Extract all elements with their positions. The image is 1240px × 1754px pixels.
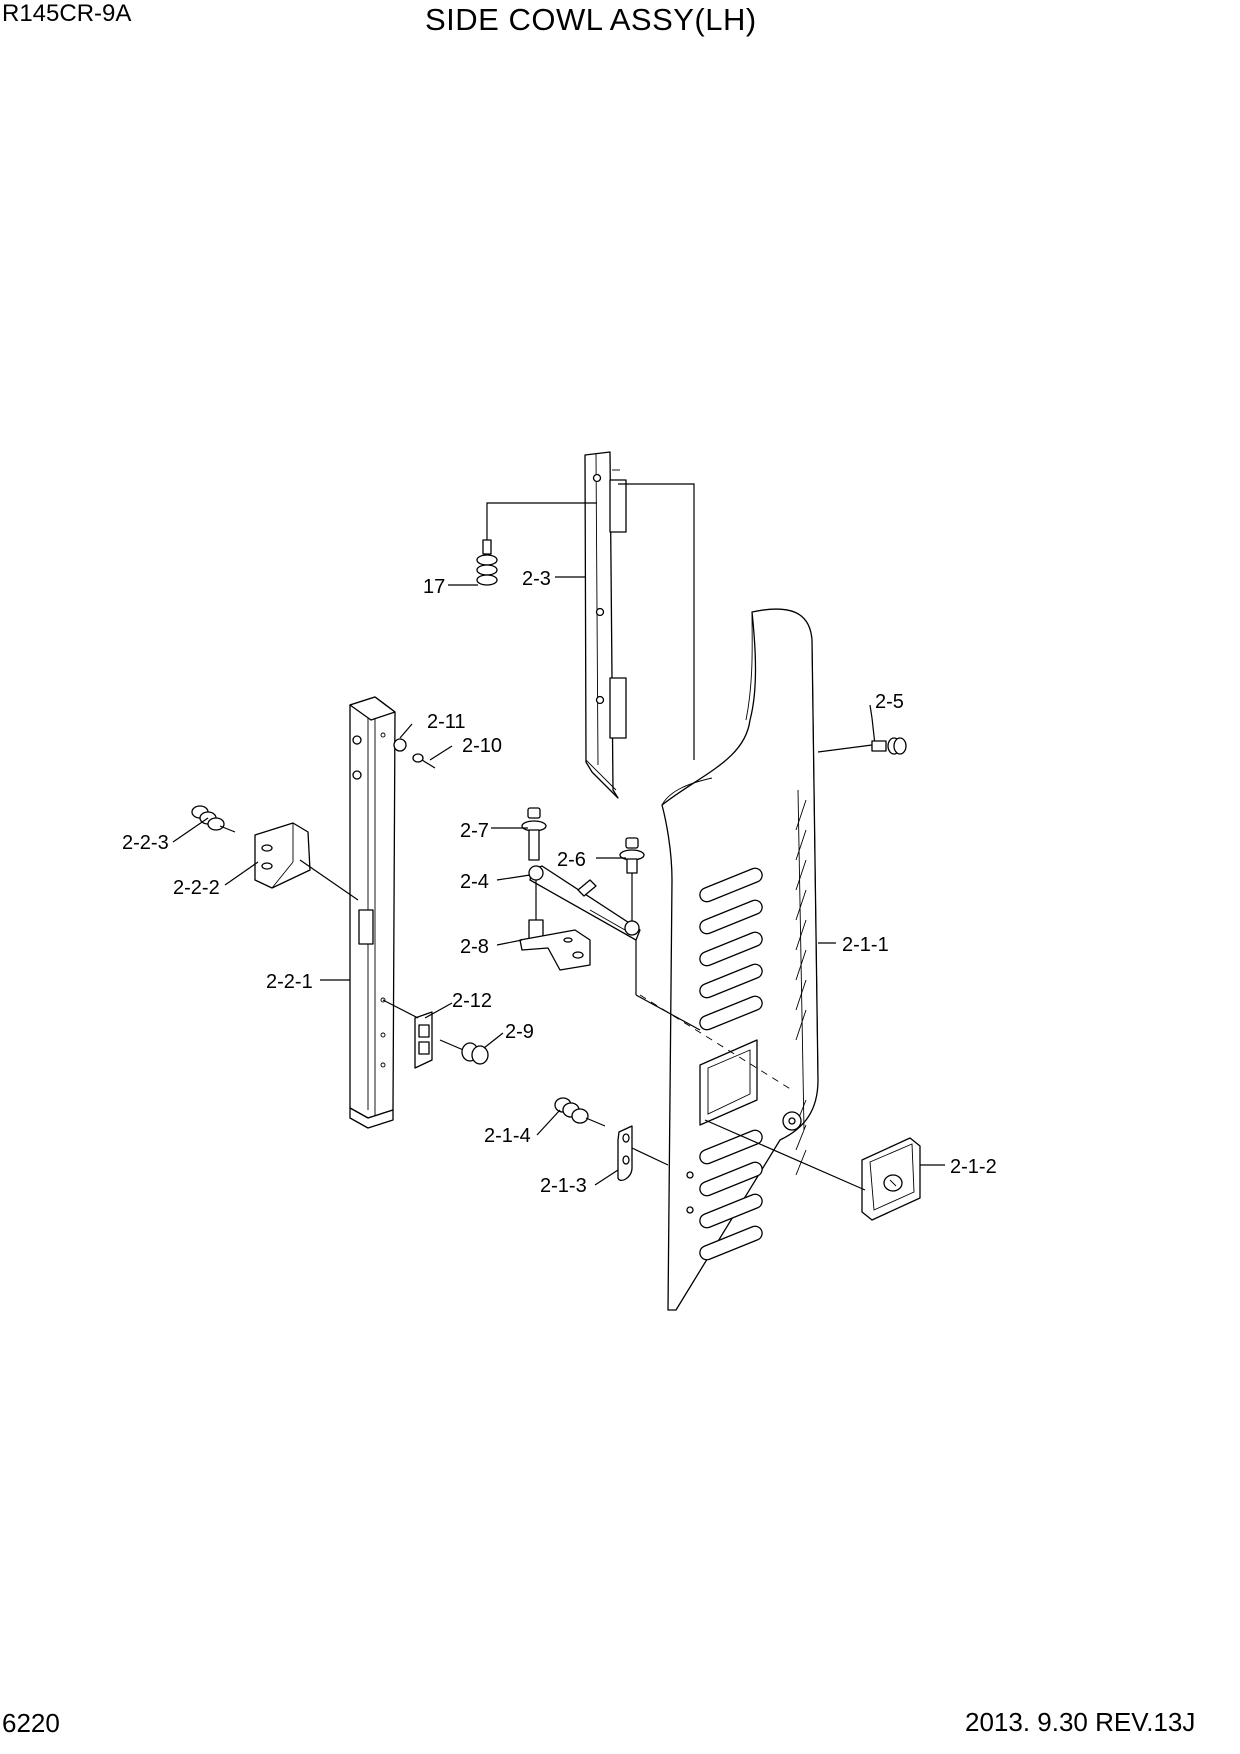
callout-2-1-3: 2-1-3 xyxy=(540,1175,587,1197)
callout-2-4: 2-4 xyxy=(460,871,489,893)
callout-2-7: 2-7 xyxy=(460,820,489,842)
callout-17: 17 xyxy=(423,576,445,598)
part-bolt-2-2-3[interactable] xyxy=(191,805,236,833)
part-washer-2-11[interactable] xyxy=(393,738,407,752)
callout-2-8: 2-8 xyxy=(460,936,489,958)
callout-2-10: 2-10 xyxy=(462,735,502,757)
part-bracket-2-3[interactable] xyxy=(584,451,627,799)
part-bolt-2-10[interactable] xyxy=(412,753,436,769)
part-clip-2-1-3[interactable] xyxy=(617,1125,633,1182)
callout-2-5: 2-5 xyxy=(875,691,904,713)
part-bolt-2-5[interactable] xyxy=(871,717,907,755)
callout-2-3: 2-3 xyxy=(522,568,551,590)
callout-2-2-1: 2-2-1 xyxy=(266,971,313,993)
part-bolt-2-6[interactable] xyxy=(619,837,645,874)
callout-2-1-2: 2-1-2 xyxy=(950,1156,997,1178)
part-stay-arm-2-4[interactable] xyxy=(528,865,641,941)
callout-2-6: 2-6 xyxy=(557,849,586,871)
callout-2-1-1: 2-1-1 xyxy=(842,934,889,956)
handle-recess xyxy=(699,1039,802,1131)
part-bolt-2-1-4[interactable] xyxy=(554,1097,606,1127)
callout-2-2-2: 2-2-2 xyxy=(173,877,220,899)
part-bolt-2-7[interactable] xyxy=(521,807,547,861)
part-bracket-2-2-2[interactable] xyxy=(254,822,311,889)
callout-2-2-3: 2-2-3 xyxy=(122,832,169,854)
page-title: SIDE COWL ASSY(LH) xyxy=(425,2,757,37)
callout-2-12: 2-12 xyxy=(452,990,492,1012)
page-number: 6220 xyxy=(2,1708,60,1738)
part-latch-handle-2-1-2[interactable] xyxy=(861,1137,921,1221)
part-bolt-2-9[interactable] xyxy=(439,1039,489,1065)
part-post-2-2-1[interactable] xyxy=(349,696,396,1129)
part-side-cowl-2-1-1[interactable] xyxy=(661,608,819,1311)
part-latch-2-12[interactable] xyxy=(414,1011,433,1069)
callout-2-9: 2-9 xyxy=(505,1021,534,1043)
callout-2-11: 2-11 xyxy=(427,711,466,733)
model-number: R145CR-9A xyxy=(2,0,132,27)
callout-leaders xyxy=(172,704,873,1186)
part-bracket-2-8[interactable] xyxy=(519,919,591,971)
revision-date: 2013. 9.30 REV.13J xyxy=(965,1707,1196,1737)
callout-2-1-4: 2-1-4 xyxy=(484,1125,531,1147)
part-bolt-17[interactable] xyxy=(476,539,498,586)
front-louvers-upper xyxy=(699,867,763,1031)
